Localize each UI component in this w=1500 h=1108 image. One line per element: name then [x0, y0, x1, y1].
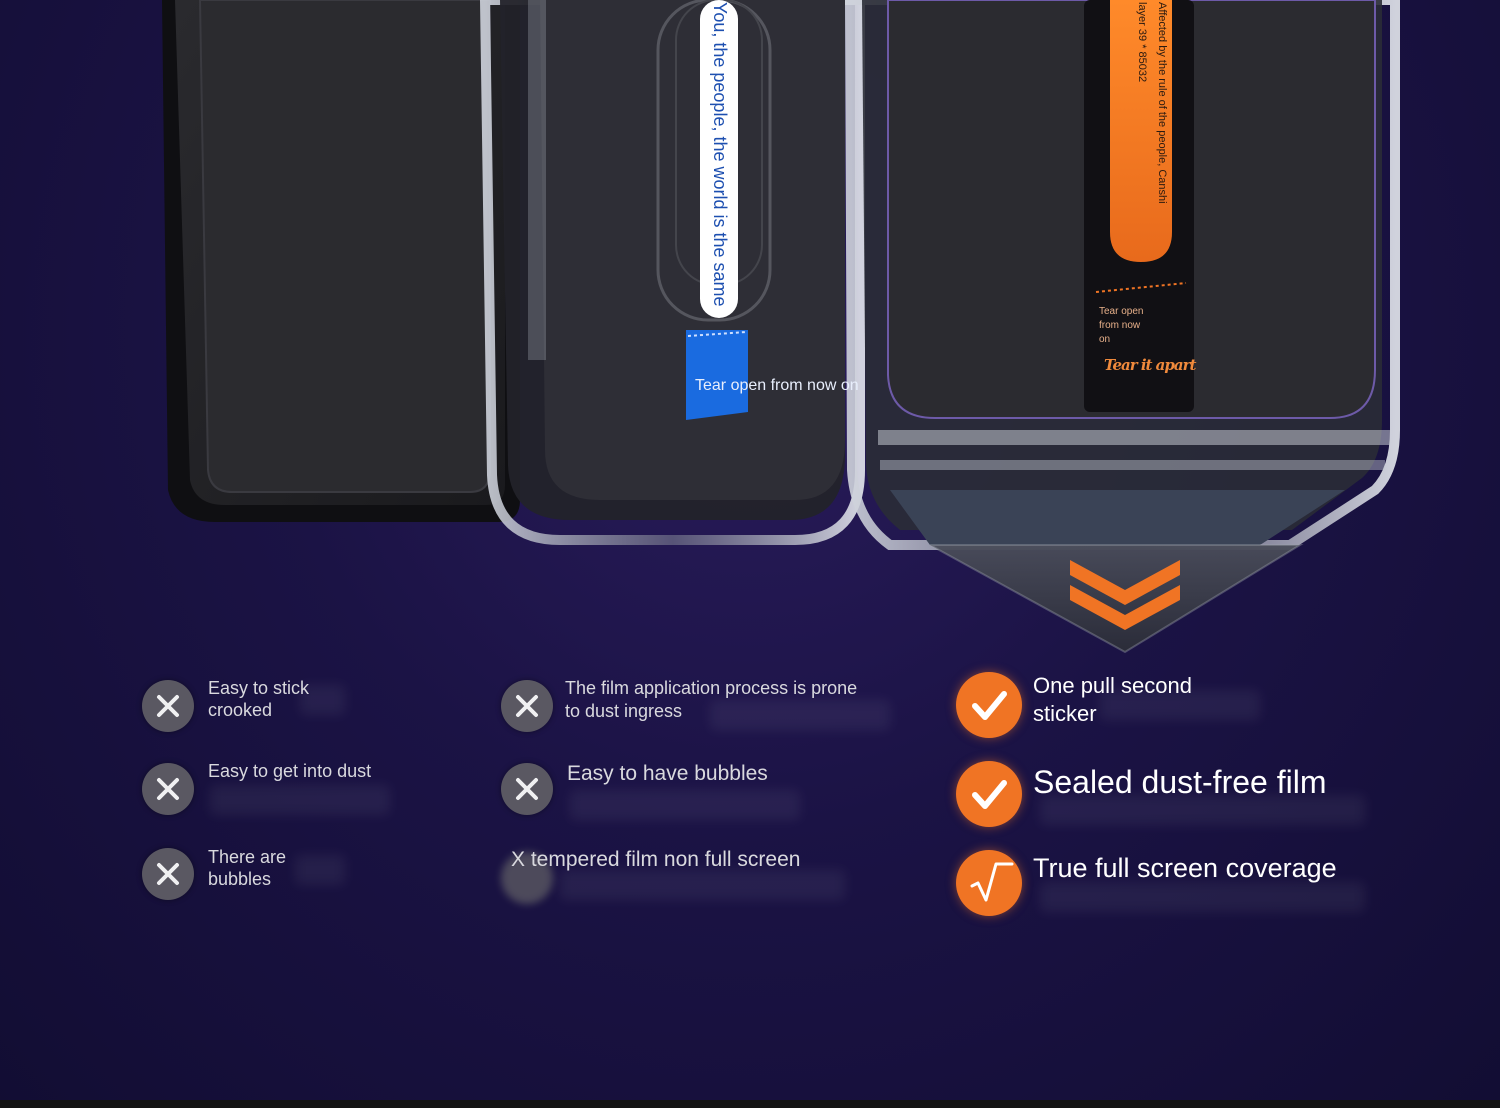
feature-label: There are	[208, 847, 287, 867]
blue-tab-tear-label: Tear open from now on	[695, 377, 859, 394]
feature-label: Easy to get into dust	[208, 761, 372, 781]
blurred-caption	[1100, 690, 1260, 720]
blurred-caption	[1040, 795, 1365, 825]
feature-label: One pull second	[1033, 673, 1192, 698]
feature-label: X tempered film non full screen	[511, 848, 801, 871]
orange-tab-tear-label-1: Tear open	[1099, 306, 1144, 317]
x-icon	[142, 680, 194, 732]
feature-label: crooked	[208, 700, 273, 720]
feature-label: bubbles	[208, 869, 272, 889]
orange-tab-tear-label-2: from now	[1099, 320, 1141, 331]
phone-left	[162, 0, 520, 522]
blurred-caption	[295, 855, 345, 885]
feature-label: True full screen coverage	[1033, 853, 1337, 883]
orange-tab-tear-label-3: on	[1099, 334, 1111, 345]
feature-label: Easy to have bubbles	[567, 762, 768, 785]
x-icon	[501, 680, 553, 732]
orange-tab-handwriting: Tear it apart	[1104, 356, 1196, 374]
orange-tab-fine-print-1: Affected by the rule of the people, Cans…	[1156, 2, 1168, 204]
feature-label: Easy to stick	[208, 678, 310, 698]
x-icon	[142, 848, 194, 900]
feature-label: sticker	[1033, 701, 1097, 726]
blurred-caption	[710, 700, 890, 730]
feature-label: Sealed dust-free film	[1033, 764, 1327, 800]
x-icon	[501, 763, 553, 815]
orange-pull-tab	[1084, 0, 1194, 412]
blue-pull-tab	[686, 0, 748, 420]
feature-label: The film application process is prone	[565, 678, 858, 698]
chevron-down-icon	[1070, 560, 1180, 630]
check-icon	[956, 672, 1022, 738]
blurred-caption	[300, 685, 345, 715]
blurred-caption	[210, 785, 390, 815]
blurred-caption	[570, 790, 800, 820]
bottom-bar	[0, 1100, 1500, 1108]
radical-check-icon	[956, 850, 1022, 916]
feature-label: to dust ingress	[565, 701, 683, 721]
x-icon	[501, 852, 553, 904]
check-icon	[956, 761, 1022, 827]
x-icon	[142, 763, 194, 815]
blurred-caption	[560, 870, 845, 900]
case-middle	[479, 0, 865, 545]
orange-tab-fine-print-2: layer 39 * 85032	[1136, 2, 1148, 83]
blue-tab-slogan: You, the people, the world is the same	[710, 2, 730, 307]
blurred-caption	[1040, 882, 1365, 912]
